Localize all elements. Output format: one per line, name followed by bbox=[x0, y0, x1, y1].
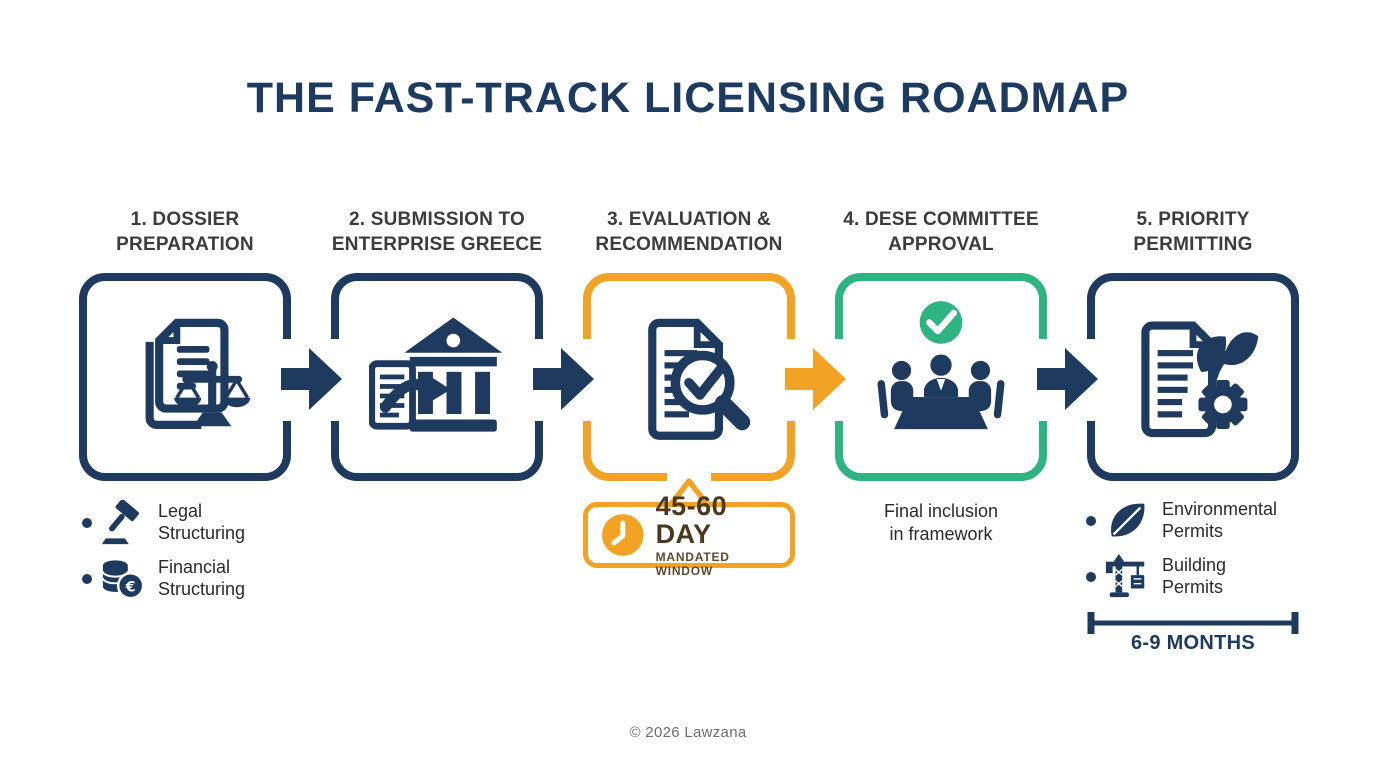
step-5-header: 5. PRIORITY PERMITTING bbox=[1133, 209, 1253, 256]
detail-label: Legal Structuring bbox=[158, 501, 246, 543]
svg-text:€: € bbox=[125, 579, 136, 595]
document-to-bank-icon bbox=[369, 317, 503, 432]
gavel-icon bbox=[101, 500, 140, 545]
clock-icon bbox=[601, 514, 644, 556]
bullet-dot-icon bbox=[82, 574, 92, 584]
construction-crane-icon bbox=[1105, 554, 1145, 598]
document-magnifier-check-icon bbox=[648, 318, 751, 440]
step-1-box bbox=[79, 273, 291, 481]
list-item: Environmental Permits bbox=[1086, 498, 1277, 544]
detail-label: Environmental Permits bbox=[1162, 499, 1278, 541]
step-1-header: 1. DOSSIER PREPARATION bbox=[116, 209, 254, 256]
committee-meeting-check-icon bbox=[877, 301, 1005, 430]
document-leaf-gear-icon bbox=[1141, 321, 1259, 438]
flow-arrow-icon bbox=[1037, 348, 1098, 410]
timeline-bracket bbox=[1087, 612, 1299, 634]
flow-arrow-icon bbox=[533, 348, 594, 410]
timeline-duration-label: 6-9 MONTHS bbox=[1130, 632, 1256, 654]
leaf-icon bbox=[1111, 503, 1145, 537]
bullet-dot-icon bbox=[1086, 516, 1096, 526]
bullet-dot-icon bbox=[1086, 572, 1096, 582]
flow-arrow-icon bbox=[281, 348, 342, 410]
detail-label: Building Permits bbox=[1162, 555, 1227, 597]
mandated-window-callout: 45-60 DAY MANDATED WINDOW bbox=[583, 492, 795, 578]
step-2-header: 2. SUBMISSION TO ENTERPRISE GREECE bbox=[331, 209, 543, 256]
list-item: € Financial Structuring bbox=[82, 556, 245, 602]
page-title: THE FAST-TRACK LICENSING ROADMAP bbox=[246, 74, 1130, 122]
list-item: Building Permits bbox=[1086, 554, 1226, 600]
step-3-header: 3. EVALUATION & RECOMMENDATION bbox=[595, 209, 783, 256]
bullet-dot-icon bbox=[82, 518, 92, 528]
copyright-footer: © 2026 Lawzana bbox=[629, 724, 747, 741]
document-scales-icon bbox=[145, 318, 251, 429]
step-4-note: Final inclusion in framework bbox=[883, 501, 999, 544]
flow-arrow-icon bbox=[785, 348, 846, 410]
detail-label: Financial Structuring bbox=[158, 557, 246, 599]
list-item: Legal Structuring bbox=[82, 500, 245, 546]
callout-subtitle: MANDATED WINDOW bbox=[655, 550, 730, 579]
step-4-header: 4. DESE COMMITTEE APPROVAL bbox=[843, 209, 1039, 256]
euro-coins-icon: € bbox=[101, 560, 145, 600]
callout-duration: 45-60 DAY bbox=[655, 490, 728, 549]
